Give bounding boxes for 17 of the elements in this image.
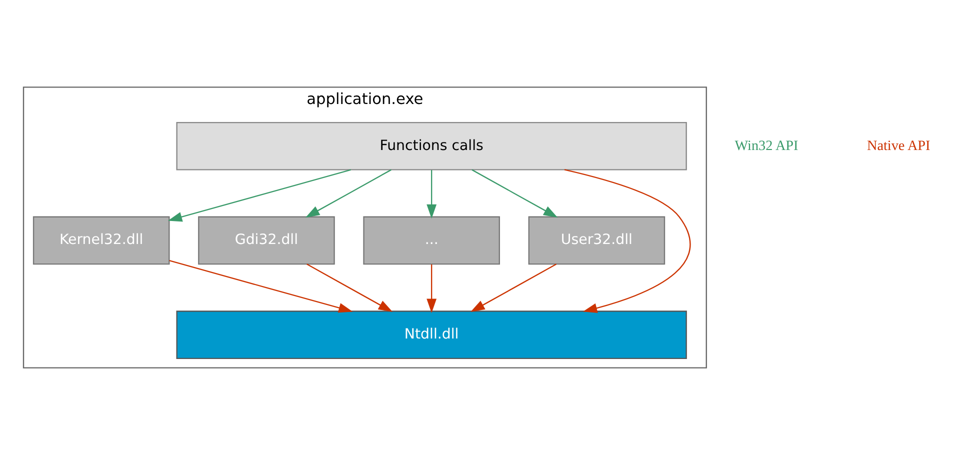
node-box: Ntdll.dll [176, 310, 687, 359]
arrow [305, 169, 392, 218]
node-box: Kernel32.dll [32, 216, 170, 265]
node-box: User32.dll [528, 216, 666, 265]
arrow [564, 169, 690, 313]
node-box: Functions calls [176, 122, 687, 170]
label: Win32 API [734, 138, 798, 154]
label: Native API [867, 138, 930, 154]
arrow [168, 169, 351, 222]
arrow [470, 264, 557, 312]
arrow [426, 170, 437, 219]
arrow [426, 264, 437, 313]
arrow [472, 169, 558, 218]
arrow [169, 260, 353, 313]
node-box: ... [363, 216, 500, 265]
arrow [306, 264, 393, 312]
node-box: Gdi32.dll [198, 216, 335, 265]
